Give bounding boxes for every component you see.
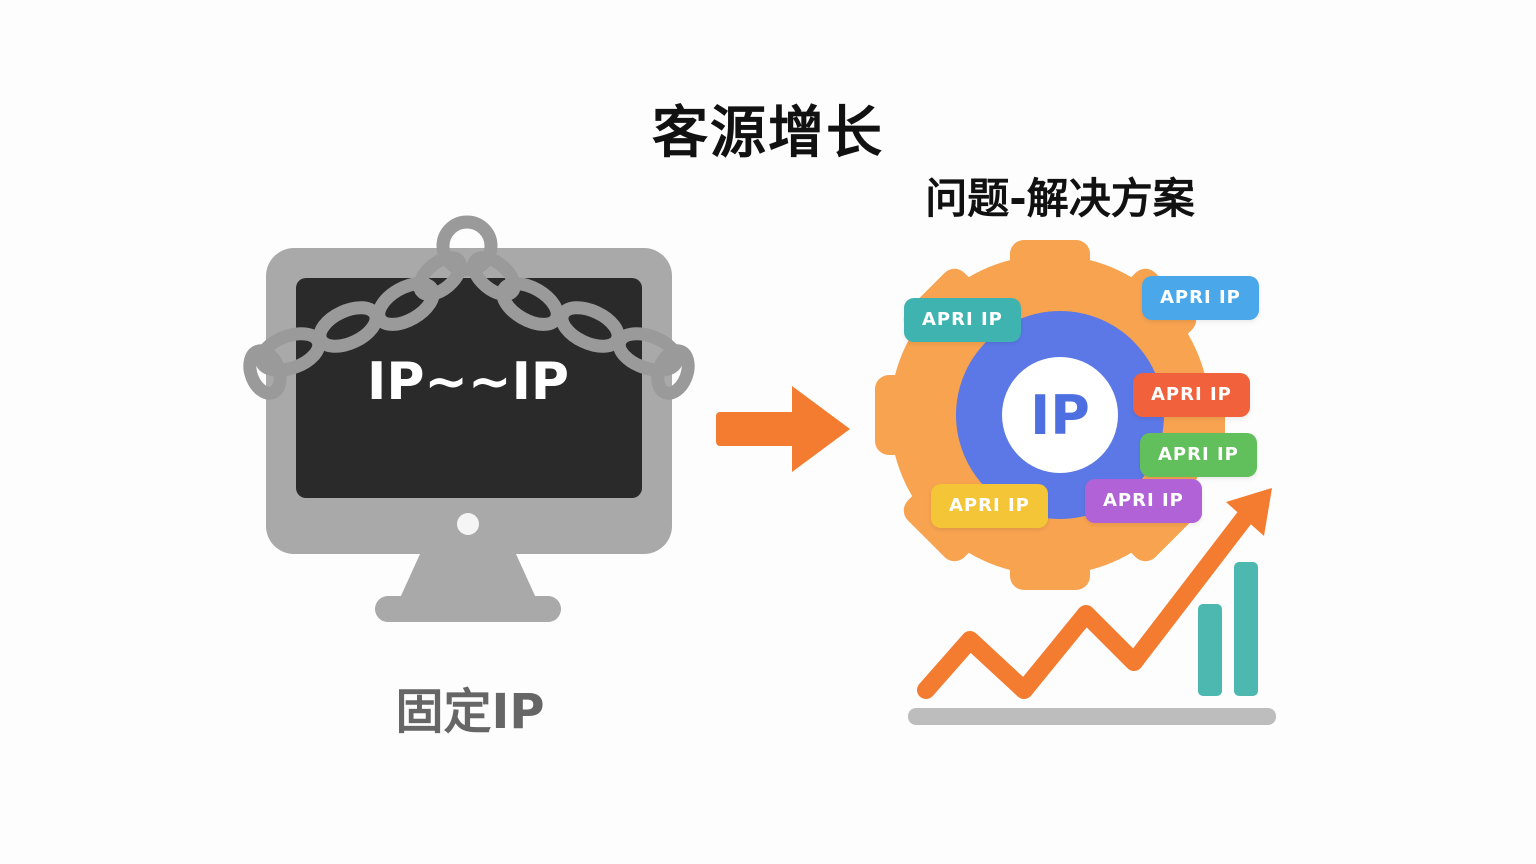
right-arrow-icon — [716, 386, 850, 472]
monitor-icon — [266, 248, 672, 622]
apri-ip-tag: APRI IP — [1133, 373, 1250, 417]
ip-center-label: IP — [1030, 384, 1090, 447]
ip-circle — [1002, 357, 1118, 473]
monitor-neck — [400, 554, 536, 598]
fixed-ip-caption: 固定IP — [395, 684, 545, 740]
chain-link — [413, 251, 467, 301]
growth-bar — [1198, 604, 1222, 696]
power-button — [457, 513, 479, 535]
monitor-base — [375, 596, 561, 622]
chain-ring — [436, 215, 498, 277]
growth-bar — [1234, 562, 1258, 696]
page-subtitle: 问题-解决方案 — [925, 174, 1195, 223]
monitor-screen — [296, 278, 642, 498]
trend-arrowhead — [1226, 488, 1272, 536]
chart-baseline — [908, 708, 1276, 725]
chain-link — [467, 251, 521, 301]
apri-ip-tag: APRI IP — [1142, 276, 1259, 320]
apri-ip-tag: APRI IP — [1085, 479, 1202, 523]
screen-label: IP~~IP — [366, 352, 570, 412]
chain-link — [254, 327, 326, 377]
chain-icon — [243, 215, 695, 400]
chain-link — [612, 327, 684, 377]
chain-link — [243, 344, 287, 400]
apri-ip-tag: APRI IP — [1140, 433, 1257, 477]
trend-up-icon — [908, 488, 1276, 725]
apri-ip-tag: APRI IP — [904, 298, 1021, 342]
apri-ip-tag: APRI IP — [931, 484, 1048, 528]
chain-link — [651, 344, 695, 400]
page-title: 客源增长 — [652, 101, 884, 166]
trend-line — [917, 499, 1261, 699]
